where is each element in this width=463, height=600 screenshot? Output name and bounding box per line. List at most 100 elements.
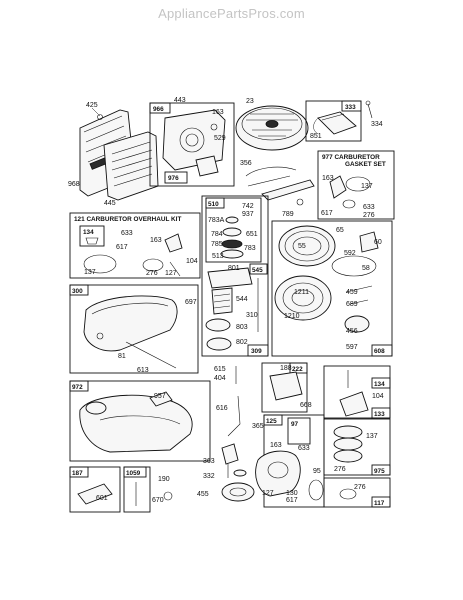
box-966-label: 966: [153, 106, 164, 113]
callout-957: 957: [154, 393, 166, 400]
callout-617b: 617: [116, 244, 128, 251]
callout-616: 616: [216, 405, 228, 412]
callout-443: 443: [174, 97, 186, 104]
callout-95: 95: [313, 468, 321, 475]
box-121-label: 121 CARBURETOR OVERHAUL KIT: [74, 216, 181, 223]
carburetor-body: [162, 109, 226, 177]
callout-851: 851: [310, 133, 322, 140]
callout-137c: 137: [366, 433, 378, 440]
box-608-frame: [271, 220, 393, 357]
callout-276d: 276: [354, 484, 366, 491]
callout-163b: 163: [322, 175, 334, 182]
ignition-module: [313, 111, 357, 135]
box-309-frame: [201, 195, 269, 357]
callout-276b: 276: [146, 270, 158, 277]
box-222-label: 222: [292, 366, 303, 373]
callout-651: 651: [246, 231, 258, 238]
governor-shaft: [221, 443, 255, 502]
callout-783: 783: [244, 245, 256, 252]
callout-363: 363: [203, 458, 215, 465]
callout-689: 689: [346, 301, 358, 308]
box-125-label: 125: [266, 418, 277, 425]
callout-784: 784: [211, 231, 223, 238]
box-121-frame: [69, 212, 201, 279]
callout-785: 785: [211, 241, 223, 248]
box-134b-label: 134: [374, 381, 385, 388]
callout-425: 425: [86, 102, 98, 109]
callout-789: 789: [282, 211, 294, 218]
callout-937: 937: [242, 211, 254, 218]
callout-310: 310: [246, 312, 258, 319]
callout-742: 742: [242, 203, 254, 210]
callout-597: 597: [346, 344, 358, 351]
box-972-label: 972: [72, 384, 83, 391]
box-309-label: 309: [251, 348, 262, 355]
callout-163a: 163: [212, 109, 224, 116]
callout-81: 81: [118, 353, 126, 360]
carburetor-assembly: [255, 450, 324, 501]
box-972-frame: [69, 380, 211, 462]
callout-190: 190: [158, 476, 170, 483]
callout-163d: 163: [270, 442, 282, 449]
callout-58: 58: [362, 265, 370, 272]
callout-802: 802: [236, 339, 248, 346]
flywheel: [235, 105, 309, 151]
callout-801: 801: [228, 265, 240, 272]
callout-55: 55: [298, 243, 306, 250]
callout-615: 615: [214, 366, 226, 373]
box-133-label: 133: [374, 411, 385, 418]
callout-633c: 633: [298, 445, 310, 452]
box-187-label: 187: [72, 470, 83, 477]
callout-356: 356: [240, 160, 252, 167]
box-608-label: 608: [374, 348, 385, 355]
callout-617c: 617: [286, 497, 298, 504]
callout-188: 188: [280, 365, 292, 372]
box-333-frame: [305, 100, 362, 142]
box-1059-label: 1059: [126, 470, 141, 477]
starter-clutch-stack: [205, 216, 259, 351]
callout-137a: 137: [361, 183, 373, 190]
callout-529: 529: [214, 135, 226, 142]
box-545-label: 545: [252, 267, 263, 274]
box-977-label: 977 CARBURETOR: [322, 154, 380, 161]
callout-104b: 104: [372, 393, 384, 400]
callout-459: 459: [346, 289, 358, 296]
callout-513: 513: [212, 253, 224, 260]
box-300-label: 300: [72, 288, 83, 295]
box-977-frame: [317, 150, 395, 220]
callout-1210: 1210: [284, 313, 300, 320]
callout-276c: 276: [334, 466, 346, 473]
box-975-label: 975: [374, 468, 385, 475]
box-117-label: 117: [374, 500, 385, 507]
fuel-tank: [79, 391, 193, 453]
callout-456: 456: [346, 328, 358, 335]
box-510-label: 510: [208, 201, 219, 208]
callout-613: 613: [137, 367, 149, 374]
recoil-starter: [274, 225, 379, 333]
callout-65: 65: [336, 227, 344, 234]
callout-783a: 783A: [208, 217, 225, 224]
box-977-sublabel: GASKET SET: [345, 161, 386, 168]
callout-592: 592: [344, 250, 356, 257]
box-134a-label: 134: [83, 229, 94, 236]
box-966-frame: [149, 102, 235, 187]
box-97-label: 97: [291, 421, 299, 428]
callout-130: 130: [286, 490, 298, 497]
callout-23: 23: [246, 98, 254, 105]
callout-104a: 104: [186, 258, 198, 265]
callout-334: 334: [371, 121, 383, 128]
governor-linkage: [245, 166, 315, 206]
muffler: [83, 295, 178, 369]
callout-668: 668: [300, 402, 312, 409]
callout-670: 670: [152, 497, 164, 504]
callout-633a: 633: [363, 204, 375, 211]
callout-276a: 276: [363, 212, 375, 219]
callout-544: 544: [236, 296, 248, 303]
callout-332: 332: [203, 473, 215, 480]
callout-968: 968: [68, 181, 80, 188]
box-333-label: 333: [345, 104, 356, 111]
callout-445: 445: [104, 200, 116, 207]
callout-455: 455: [197, 491, 209, 498]
callout-601: 601: [96, 495, 108, 502]
